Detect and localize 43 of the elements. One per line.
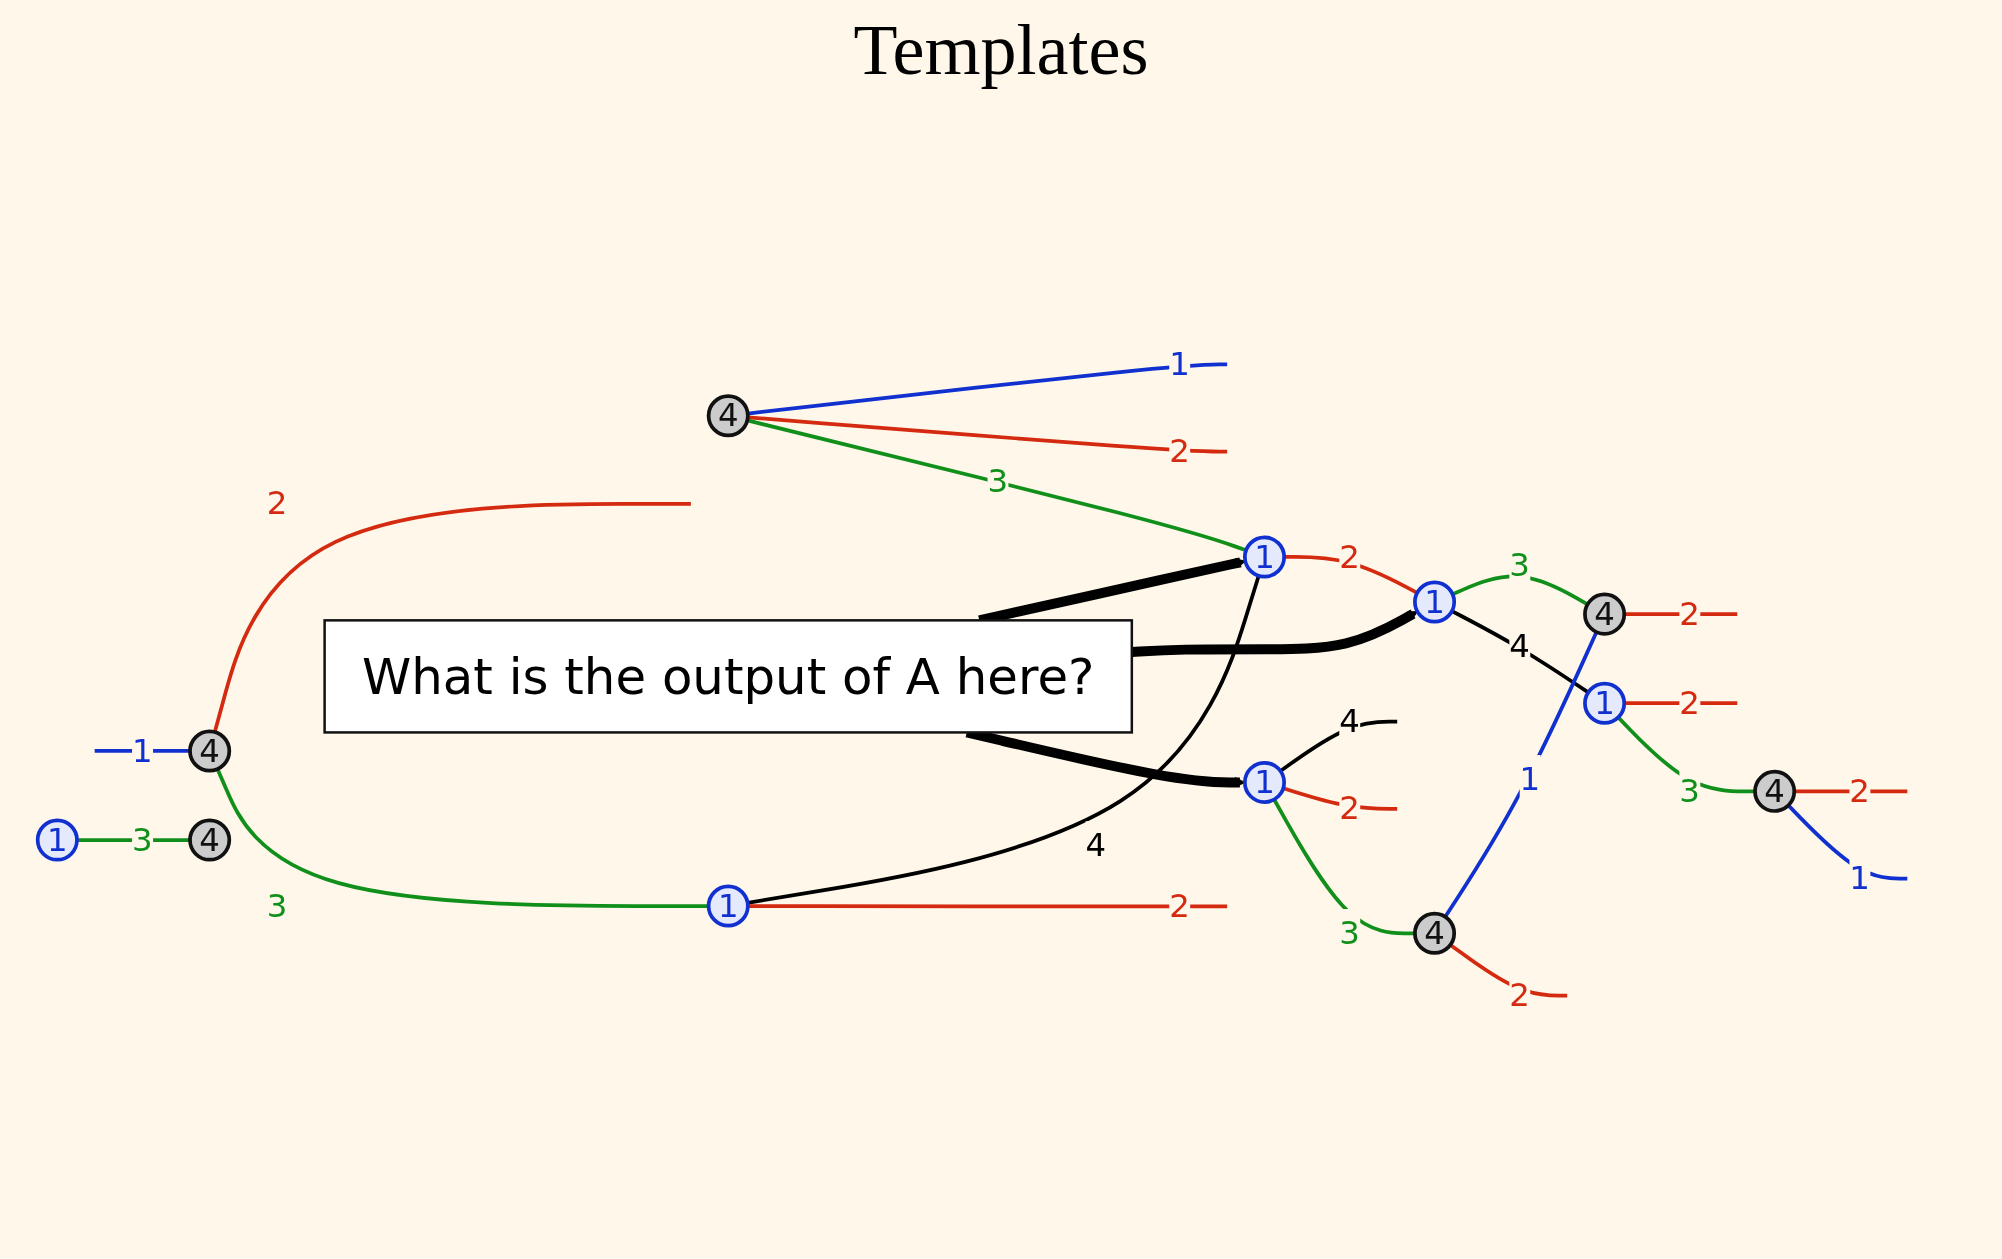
connector	[1451, 609, 1590, 694]
connector	[747, 575, 1261, 905]
node-circle: 1	[1243, 535, 1286, 579]
edge-label: 2	[1679, 683, 1700, 722]
edge-label: 4	[1509, 627, 1530, 665]
edge-label: 4	[1085, 826, 1106, 864]
connector	[1451, 574, 1589, 606]
edge-label: 2	[1339, 537, 1360, 576]
edge-label: 1	[132, 731, 153, 770]
edge-label: 3	[987, 462, 1009, 500]
edge-label: 2	[1339, 789, 1360, 827]
node-circle: 4	[1753, 769, 1797, 813]
edge-label: 2	[1679, 594, 1700, 633]
node-circle: 1	[1413, 580, 1457, 624]
node-circle: 4	[706, 394, 750, 438]
edge-label: 2	[1509, 976, 1530, 1014]
arrow	[1131, 609, 1418, 657]
edge-label: 4	[1339, 702, 1360, 740]
connector	[1272, 798, 1415, 936]
node-circle: 4	[1583, 592, 1627, 636]
edge-label: 3	[1679, 772, 1700, 810]
node-circle: 1	[706, 884, 750, 928]
node-circle: 1	[1243, 760, 1286, 804]
edge-label: 2	[1849, 772, 1870, 810]
node-circle: 1	[1583, 681, 1627, 725]
edge-label: 1	[1169, 345, 1190, 383]
node-circle: 4	[188, 729, 232, 773]
edge-label: 2	[266, 484, 288, 522]
connector	[1443, 631, 1599, 918]
node-circle: 1	[35, 818, 79, 862]
node-circle: 4	[1413, 911, 1457, 955]
edge-label: 3	[266, 886, 288, 925]
node-box: What is the output of A here?	[323, 619, 1134, 734]
connector	[213, 502, 691, 733]
title: Templates	[852, 9, 1150, 92]
edge-label: 3	[1509, 545, 1530, 584]
edge-label: 2	[1169, 432, 1190, 470]
edge-label: 2	[1169, 887, 1190, 925]
edge-label: 3	[132, 820, 153, 859]
edge-label: 1	[1849, 859, 1870, 897]
edge-label: 3	[1339, 913, 1360, 952]
node-circle: 4	[188, 818, 232, 862]
edge-label: 1	[1519, 760, 1541, 798]
